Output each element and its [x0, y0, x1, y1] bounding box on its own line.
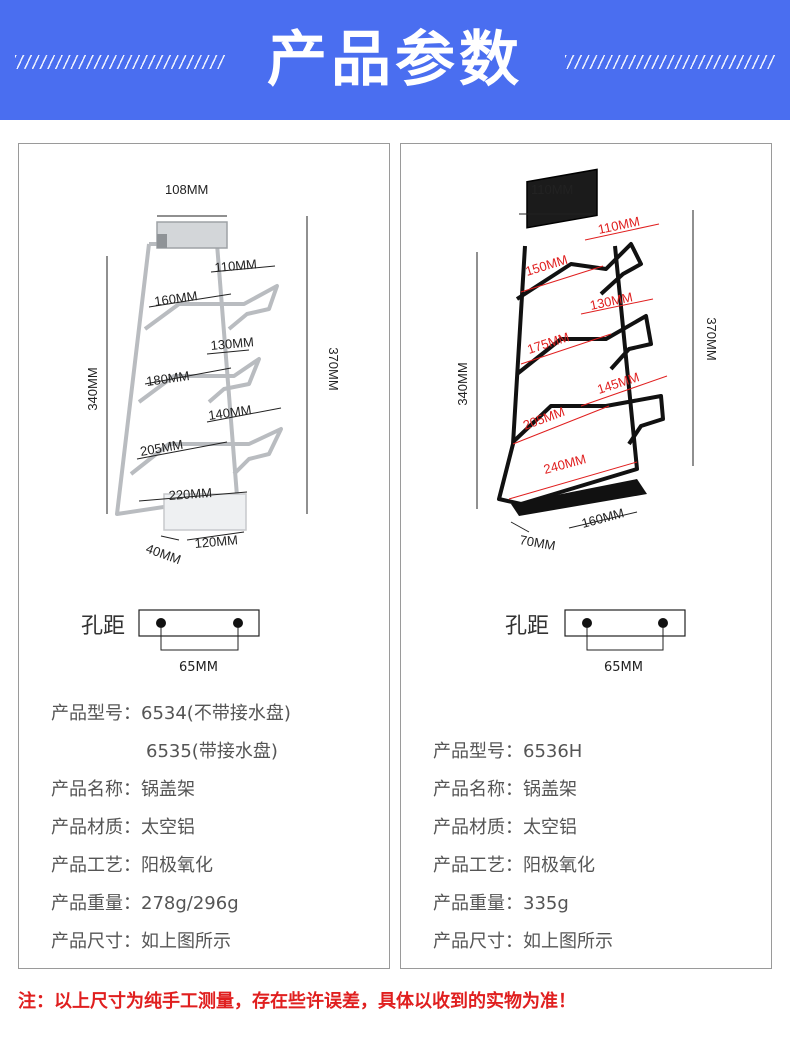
dim-tray-depth: 70MM	[518, 532, 556, 553]
product-panel-left: 108MM 340MM 370MM 110MM 160MM 130MM 180M…	[18, 143, 390, 969]
dim-arm1-width: 110MM	[214, 256, 258, 275]
product-panel-right: 110MM 340MM 370MM 110MM 150MM 130MM 175M…	[400, 143, 772, 969]
spec-row: 产品重量：278g/296g	[51, 893, 239, 914]
dim-arm2-length: 175MM	[525, 329, 571, 357]
spec-row: 产品工艺：阳极氧化	[51, 855, 213, 876]
dim-arm2-width: 130MM	[210, 334, 255, 353]
dim-arm2-width: 130MM	[589, 289, 635, 313]
dim-tray-width: 120MM	[194, 532, 239, 551]
dim-top-width: 108MM	[165, 182, 208, 197]
spec-row: 产品材质：太空铝	[51, 817, 195, 838]
hole-spacing-label: 孔距	[505, 614, 550, 639]
dim-top-width: 110MM	[531, 182, 573, 197]
wall-bracket	[156, 221, 228, 249]
page-title: 产品参数	[267, 25, 523, 95]
dim-arm2-length: 180MM	[145, 368, 190, 389]
spec-row: 6535(带接水盘)	[146, 741, 278, 762]
spec-row: 产品名称：锅盖架	[433, 779, 577, 800]
drip-tray	[511, 479, 647, 516]
black-rack-diagram: 110MM 340MM 370MM 110MM 150MM 130MM 175M…	[455, 168, 719, 651]
mount-hole-left	[582, 618, 592, 628]
dim-arm3-length: 205MM	[521, 404, 567, 433]
dim-tray-width: 160MM	[580, 505, 626, 531]
dim-arm3-length: 205MM	[139, 437, 184, 459]
header-banner: 产品参数	[0, 0, 790, 120]
dim-arm3-width: 140MM	[207, 402, 252, 423]
wall-bracket	[526, 168, 598, 229]
spec-row: 产品尺寸：如上图所示	[51, 931, 231, 952]
spec-row: 产品型号：6534(不带接水盘)	[51, 703, 291, 724]
dim-base-length: 220MM	[168, 485, 212, 503]
hole-spacing-value: 65MM	[179, 660, 218, 675]
dim-arm1-length: 160MM	[153, 288, 198, 309]
spec-row: 产品型号：6536H	[433, 741, 583, 762]
dim-total-height: 370MM	[704, 317, 719, 360]
dim-inner-height: 340MM	[455, 362, 470, 405]
silver-rack-diagram: 108MM 340MM 370MM 110MM 160MM 130MM 180M…	[85, 182, 341, 651]
drip-tray	[163, 493, 247, 531]
spec-row: 产品工艺：阳极氧化	[433, 855, 595, 876]
mount-hole-right	[658, 618, 668, 628]
dim-tray-depth: 40MM	[144, 541, 183, 567]
mount-hole-right	[233, 618, 243, 628]
hole-spacing-value: 65MM	[604, 660, 643, 675]
spec-row: 产品重量：335g	[433, 893, 569, 914]
dim-total-height: 370MM	[326, 347, 341, 390]
spec-row: 产品名称：锅盖架	[51, 779, 195, 800]
hole-spacing-label: 孔距	[81, 614, 126, 639]
banner-hatch-right	[565, 55, 775, 69]
dim-base-length: 240MM	[542, 451, 588, 477]
spec-row: 产品材质：太空铝	[433, 817, 577, 838]
banner-hatch-left	[15, 55, 225, 69]
dim-arm1-length: 150MM	[523, 252, 569, 279]
spec-row: 产品尺寸：如上图所示	[433, 931, 613, 952]
dim-inner-height: 340MM	[85, 367, 100, 410]
dim-arm1-width: 110MM	[597, 213, 642, 236]
mount-hole-left	[156, 618, 166, 628]
measurement-disclaimer: 注：以上尺寸为纯手工测量，存在些许误差，具体以收到的实物为准！	[18, 991, 576, 1012]
